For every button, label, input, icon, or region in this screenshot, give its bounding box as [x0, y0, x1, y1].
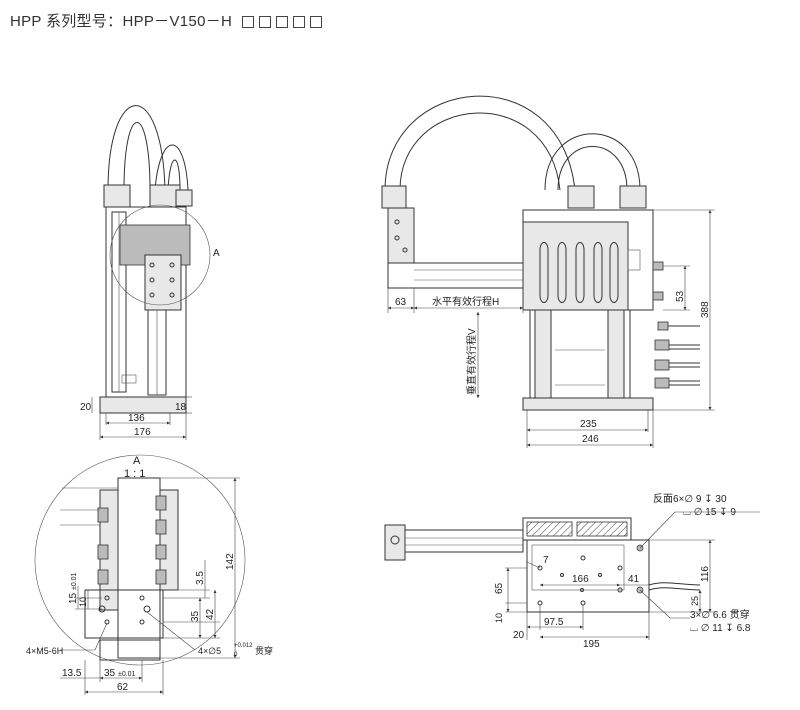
code-box — [309, 16, 322, 29]
side-base — [522, 397, 654, 411]
dim-41: 41 — [628, 574, 640, 585]
page-title: HPP 系列型号：HPP－V150－H — [10, 10, 322, 31]
detail-plate — [84, 589, 164, 639]
label-pin-hole: 4×∅5 — [198, 646, 221, 656]
dim-total-height: 388 — [700, 301, 711, 318]
label-through: 贯穿 — [255, 645, 273, 656]
label-vertical-stroke: 垂直有效行程V — [465, 328, 478, 395]
code-box — [241, 16, 254, 29]
note-counterbore: ⌴ ∅ 15 ↧ 9 — [683, 507, 736, 518]
front-view: A 136 176 20 18 — [80, 105, 220, 440]
cable-chain-left — [526, 521, 573, 537]
dim-left-height: 20 — [80, 402, 92, 413]
dim-42: 42 — [205, 608, 216, 620]
dim-166: 166 — [572, 574, 589, 585]
dim-base-inner: 235 — [580, 419, 597, 430]
dim-35: 35 — [190, 610, 201, 622]
detail-callout-label: A — [213, 248, 220, 259]
tol-35b: ±0.01 — [118, 671, 136, 678]
dim-right-small: 53 — [675, 290, 686, 302]
model-code-boxes — [237, 13, 322, 30]
code-box — [292, 16, 305, 29]
cable-loop-large — [384, 95, 576, 191]
dim-65: 65 — [494, 582, 505, 594]
cable-loop-small — [544, 133, 641, 191]
dim-7: 7 — [543, 555, 549, 566]
dim-62: 62 — [117, 682, 129, 693]
cable-loop-outer — [107, 105, 166, 191]
dim-13-5: 13.5 — [62, 668, 82, 679]
front-base — [99, 396, 187, 414]
dim-10: 10 — [78, 597, 88, 607]
detail-title: A — [133, 455, 141, 467]
tol-15: ±0.01 — [71, 572, 78, 590]
left-bracket — [387, 207, 415, 264]
dim-10b: 10 — [494, 613, 504, 623]
dim-3-5: 3.5 — [195, 571, 206, 585]
dim-116: 116 — [700, 566, 711, 582]
model-title: HPP 系列型号：HPP－V150－H — [10, 13, 233, 30]
dim-detail-height: 142 — [225, 553, 236, 570]
dim-left-offset: 63 — [395, 297, 407, 308]
dim-right-height: 18 — [175, 402, 187, 413]
tol-pin-upper: +0.012 — [234, 643, 253, 649]
dim-15: 15 — [68, 592, 79, 604]
dim-25: 25 — [690, 596, 700, 606]
detail-body — [117, 477, 161, 659]
horizontal-arm — [387, 262, 524, 289]
tol-pin-lower: 0 — [234, 652, 238, 658]
code-box — [275, 16, 288, 29]
dim-195: 195 — [583, 639, 600, 650]
dim-97-5: 97.5 — [544, 617, 564, 628]
detail-view: A 1 : 1 142 3.5 35 42 15 — [26, 454, 273, 695]
dim-bottom-width: 176 — [134, 427, 151, 438]
dim-inner-width: 136 — [128, 413, 145, 424]
dim-35b: 35 — [104, 668, 116, 679]
top-view: 反面6×∅ 9 ↧ 30 ⌴ ∅ 15 ↧ 9 3×∅ 6.6 贯穿 ⌴ ∅ 1… — [384, 493, 760, 650]
label-horizontal-stroke: 水平有效行程H — [432, 295, 499, 308]
note-counterbore-2: ⌴ ∅ 11 ↧ 6.8 — [690, 623, 751, 634]
cable-clamp — [103, 184, 131, 208]
dim-base-outer: 246 — [582, 434, 599, 445]
side-view: 63 水平有效行程H 垂直有效行程V 388 53 235 246 — [381, 95, 715, 448]
dim-20: 20 — [513, 630, 525, 641]
detail-scale: 1 : 1 — [124, 468, 145, 480]
top-arm — [387, 529, 524, 553]
note-back-holes: 反面6×∅ 9 ↧ 30 — [653, 493, 727, 505]
code-box — [258, 16, 271, 29]
cable-connectors — [654, 321, 700, 389]
cable-chain-right — [576, 521, 628, 537]
top-base-plate — [526, 539, 650, 613]
cable-loop-inner — [154, 144, 189, 191]
note-through-holes: 3×∅ 6.6 贯穿 — [690, 608, 750, 621]
label-m5-thread: 4×M5-6H — [26, 646, 63, 656]
detail-callout-circle — [109, 204, 211, 306]
